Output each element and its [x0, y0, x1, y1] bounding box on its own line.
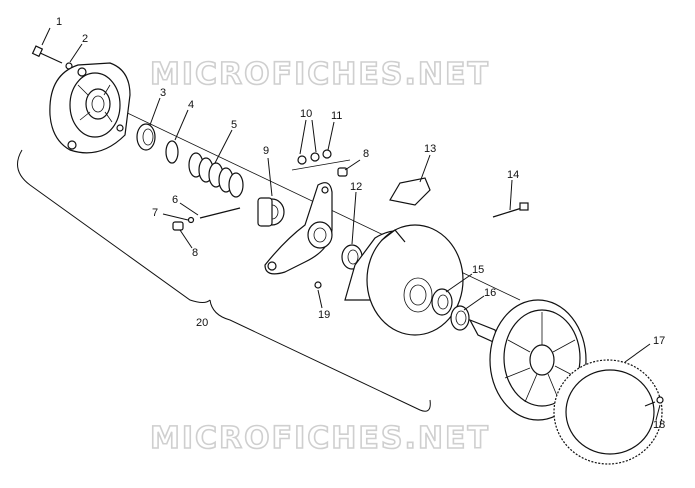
callout-16: 16	[484, 287, 496, 299]
cover-housing	[49, 62, 131, 154]
part-5-spring	[188, 152, 244, 198]
part-3-bushing	[136, 123, 156, 151]
watermark-bottom: MICROFICHES.NET	[150, 421, 490, 456]
part-14-pin	[492, 202, 529, 218]
bracket-20-upper	[17, 149, 211, 303]
part-10-11-washers	[291, 149, 351, 171]
callout-13: 13	[424, 143, 436, 155]
callout-6: 6	[172, 194, 178, 206]
callout-9: 9	[263, 145, 269, 157]
callout-8-lower: 8	[192, 247, 198, 259]
part-19-bolt	[314, 281, 322, 289]
callout-17: 17	[653, 335, 665, 347]
callout-8-upper: 8	[363, 148, 369, 160]
part-13-clip	[389, 177, 431, 206]
callout-19: 19	[318, 309, 330, 321]
bracket-20-lower	[209, 299, 431, 412]
part-9-roller	[257, 197, 285, 227]
callout-14: 14	[507, 169, 519, 181]
part-15-bushing	[431, 288, 453, 316]
callout-10: 10	[300, 108, 312, 120]
leader-lines	[41, 27, 661, 421]
moveable-sheave	[344, 224, 464, 336]
callout-1: 1	[56, 16, 62, 28]
callout-7: 7	[152, 207, 158, 219]
callout-2: 2	[82, 33, 88, 45]
callout-5: 5	[231, 119, 237, 131]
callout-15: 15	[472, 264, 484, 276]
callout-20: 20	[196, 317, 208, 329]
spider-arm	[264, 182, 333, 275]
callout-11: 11	[331, 110, 342, 122]
part-8-upper-plug	[337, 167, 348, 177]
callout-12: 12	[350, 181, 362, 193]
callout-3: 3	[160, 87, 166, 99]
part-8-plug	[172, 221, 184, 231]
part-18-bolt	[644, 396, 664, 407]
part-17-ring-gear	[553, 359, 663, 465]
part-6-pin	[199, 207, 241, 219]
part-7-washer	[187, 216, 195, 224]
part-1-bolt	[31, 45, 63, 64]
callout-18: 18	[653, 419, 665, 431]
watermark-top: MICROFICHES.NET	[150, 57, 490, 92]
callout-4: 4	[188, 99, 194, 111]
part-4-ring	[165, 140, 179, 164]
part-16-bushing	[450, 305, 470, 331]
